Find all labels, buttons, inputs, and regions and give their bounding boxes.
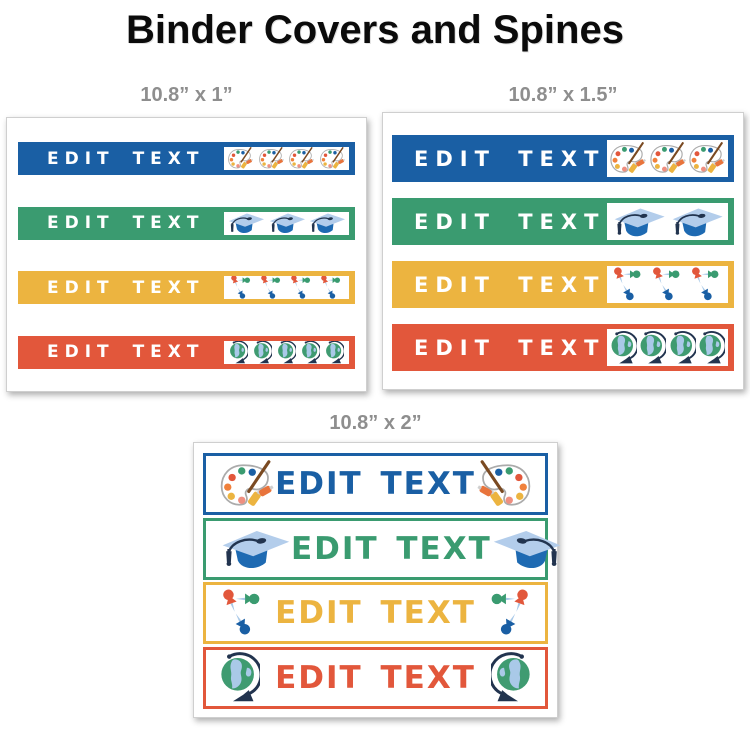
edit-text-label[interactable]: EDIT TEXT <box>275 659 476 696</box>
spine-strip-orange: EDIT TEXT <box>203 646 548 709</box>
palette-icon <box>288 147 315 170</box>
palette-icon <box>219 460 275 509</box>
spine-strip-blue: EDIT TEXT <box>392 135 734 182</box>
edit-text-label[interactable]: EDIT TEXT <box>275 595 476 632</box>
spine-strip-orange: EDIT TEXT <box>18 335 355 369</box>
icon-box <box>222 209 351 237</box>
globe-icon <box>229 340 248 365</box>
push-pins-icon <box>289 275 314 300</box>
palette-icon <box>258 147 285 170</box>
globe-icon <box>610 330 637 366</box>
palette-icon <box>649 142 687 175</box>
globe-icon <box>219 651 260 705</box>
push-pins-icon <box>650 267 685 302</box>
palette-icon <box>609 142 647 175</box>
binder-spine-panel-1in: EDIT TEXT EDIT TEXT EDIT TEXT EDIT TEXT <box>6 117 367 392</box>
push-pins-icon <box>319 275 344 300</box>
binder-spine-panel-2in: EDIT TEXT EDIT TEXT EDIT TEXT EDIT TEXT <box>193 442 558 718</box>
palette-icon <box>688 142 726 175</box>
push-pins-icon <box>611 267 646 302</box>
edit-text-label[interactable]: EDIT TEXT <box>414 209 606 234</box>
globe-icon <box>669 330 696 366</box>
edit-text-label[interactable]: EDIT TEXT <box>47 277 205 298</box>
panel-size-label: 10.8” x 1” <box>140 84 233 106</box>
globe-icon <box>277 340 296 365</box>
edit-text-label[interactable]: EDIT TEXT <box>47 148 205 169</box>
graduation-cap-icon <box>308 211 346 235</box>
palette-icon <box>476 460 532 509</box>
icon-box <box>605 327 730 368</box>
panel-size-label: 10.8” x 2” <box>329 412 422 434</box>
edit-text-label[interactable]: EDIT TEXT <box>47 213 205 234</box>
push-pins-icon <box>219 589 267 637</box>
globe-icon <box>301 340 320 365</box>
spine-strip-yellow: EDIT TEXT <box>392 261 734 308</box>
globe-icon <box>639 330 666 366</box>
graduation-cap-icon <box>268 211 306 235</box>
spine-strip-blue: EDIT TEXT <box>18 142 355 175</box>
page-title: Binder Covers and Spines <box>126 8 624 52</box>
globe-icon <box>698 330 725 366</box>
palette-icon <box>319 147 346 170</box>
globe-icon <box>325 340 344 365</box>
edit-text-label[interactable]: EDIT TEXT <box>414 335 606 360</box>
spine-strip-yellow: EDIT TEXT <box>203 582 548 645</box>
edit-text-label[interactable]: EDIT TEXT <box>414 272 606 297</box>
edit-text-label[interactable]: EDIT TEXT <box>275 466 476 502</box>
graduation-cap-icon <box>612 204 666 240</box>
icon-box <box>222 274 351 302</box>
edit-text-label[interactable]: EDIT TEXT <box>47 342 205 363</box>
icon-box <box>605 138 730 179</box>
edit-text-label[interactable]: EDIT TEXT <box>414 146 606 171</box>
panel-size-label: 10.8” x 1.5” <box>508 84 618 106</box>
push-pins-icon <box>484 589 532 637</box>
binder-spine-panel-1-5in: EDIT TEXT EDIT TEXT EDIT TEXT EDIT TEXT <box>382 112 744 390</box>
edit-text-label[interactable]: EDIT TEXT <box>291 530 492 567</box>
palette-icon <box>227 147 254 170</box>
graduation-cap-icon <box>670 204 724 240</box>
push-pins-icon <box>229 275 254 300</box>
graduation-cap-icon <box>492 526 564 572</box>
push-pins-icon <box>689 267 724 302</box>
spine-strip-green: EDIT TEXT <box>203 517 548 580</box>
spine-strip-blue: EDIT TEXT <box>203 453 548 515</box>
icon-box <box>605 264 730 305</box>
icon-box <box>605 201 730 242</box>
push-pins-icon <box>259 275 284 300</box>
graduation-cap-icon <box>219 526 291 572</box>
icon-box <box>222 145 351 172</box>
graduation-cap-icon <box>227 211 265 235</box>
spine-strip-yellow: EDIT TEXT <box>18 271 355 305</box>
globe-icon <box>253 340 272 365</box>
spine-strip-green: EDIT TEXT <box>392 198 734 245</box>
spine-strip-green: EDIT TEXT <box>18 206 355 240</box>
spine-strip-orange: EDIT TEXT <box>392 324 734 371</box>
globe-icon <box>491 651 532 705</box>
icon-box <box>222 338 351 366</box>
